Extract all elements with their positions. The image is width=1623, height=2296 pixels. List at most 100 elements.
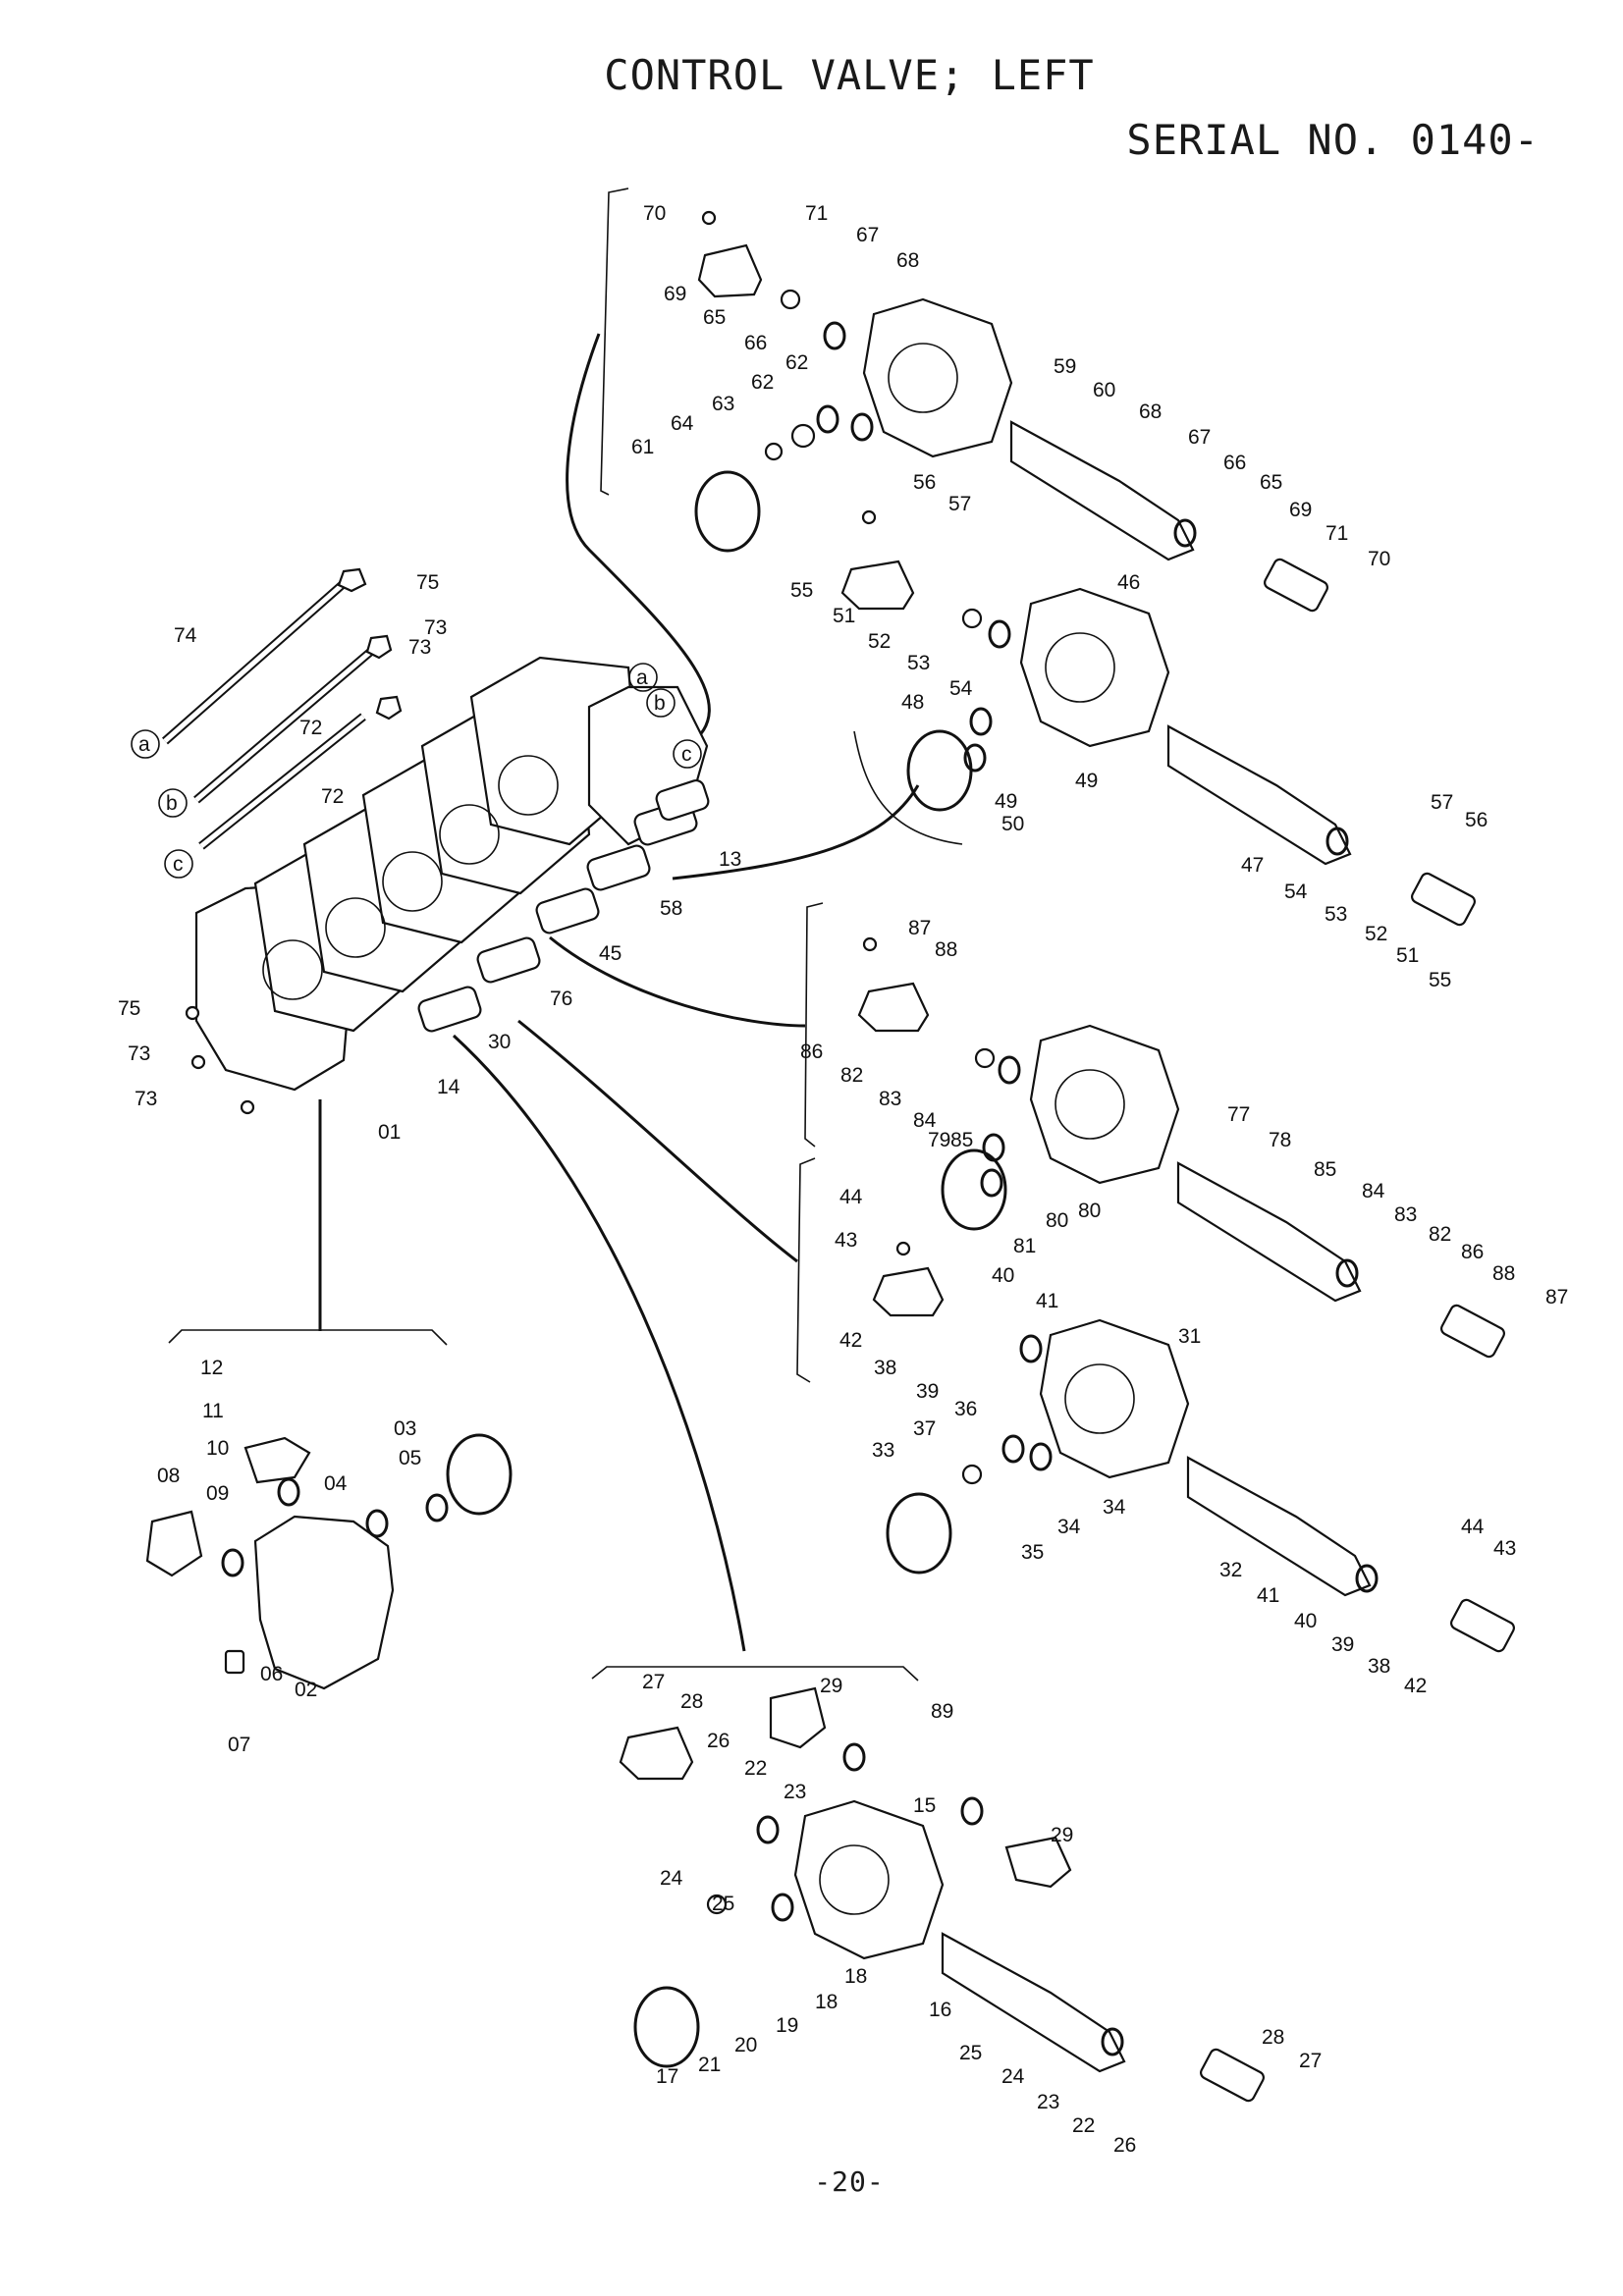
- part-number: 25: [712, 1893, 734, 1915]
- part-number: 15: [913, 1794, 936, 1817]
- part-number: 34: [1103, 1496, 1126, 1519]
- port-mark: b: [654, 692, 666, 715]
- part-number: 84: [1362, 1180, 1385, 1202]
- part-number: 88: [1492, 1262, 1515, 1285]
- part-number: 72: [321, 785, 344, 808]
- callouts-section-6: 27 28 26 29 89 22 23 24 25 15 29 18 18 1…: [642, 1671, 1322, 2157]
- part-number: 38: [874, 1357, 896, 1379]
- part-number: 88: [935, 938, 957, 961]
- port-mark: c: [681, 743, 692, 766]
- part-number: 11: [202, 1400, 224, 1422]
- part-number: 73: [128, 1042, 150, 1065]
- part-number: 82: [1429, 1223, 1451, 1246]
- part-number: 35: [1021, 1541, 1044, 1564]
- part-number: 44: [839, 1186, 863, 1208]
- callouts-section-5: 12 11 10 09 08 04 05 03 02 06 07: [157, 1357, 421, 1756]
- part-number: 22: [1072, 2114, 1095, 2137]
- part-number: 61: [631, 436, 654, 458]
- part-number: 60: [1093, 379, 1115, 401]
- part-number: 69: [1289, 499, 1312, 521]
- leader-s6: [452, 1034, 746, 1652]
- part-number: 67: [856, 224, 879, 246]
- page-number: -20-: [814, 2165, 885, 2198]
- part-number: 55: [790, 579, 813, 602]
- section-6-parts: [619, 1686, 1265, 2103]
- part-number: 84: [913, 1109, 937, 1132]
- part-number: 50: [1001, 813, 1024, 835]
- part-number: 63: [712, 393, 734, 415]
- part-number: 05: [399, 1447, 421, 1469]
- part-number: 18: [844, 1965, 867, 1988]
- part-number: 68: [896, 249, 919, 272]
- part-number: 29: [820, 1675, 842, 1697]
- leader-top: [566, 333, 711, 748]
- part-number: 44: [1461, 1516, 1485, 1538]
- part-number: 24: [660, 1867, 683, 1890]
- main-valve-assembly: [185, 656, 710, 1115]
- part-number: 41: [1257, 1584, 1279, 1607]
- part-number: 83: [879, 1088, 901, 1110]
- part-number: 19: [776, 2014, 798, 2037]
- part-number: 20: [734, 2034, 757, 2056]
- section-bracket-top: [600, 187, 629, 496]
- part-number: 82: [840, 1064, 863, 1087]
- part-number: 34: [1057, 1516, 1081, 1538]
- part-number: 27: [642, 1671, 665, 1693]
- part-number: 78: [1269, 1129, 1291, 1151]
- part-number: 24: [1001, 2065, 1025, 2088]
- part-number: 12: [200, 1357, 223, 1379]
- section-3-parts: [857, 936, 1505, 1359]
- port-mark: b: [166, 792, 178, 815]
- part-number: 37: [913, 1417, 936, 1440]
- part-number: 09: [206, 1482, 229, 1505]
- section-bracket-s2: [853, 730, 963, 845]
- part-number: 81: [1013, 1235, 1036, 1257]
- part-number: 39: [916, 1380, 939, 1403]
- part-number: 70: [1368, 548, 1390, 570]
- part-number: 28: [680, 1690, 703, 1713]
- part-number: 23: [784, 1781, 806, 1803]
- part-number: 87: [908, 917, 931, 939]
- section-bracket-s5: [168, 1329, 448, 1346]
- part-number: 28: [1262, 2026, 1284, 2049]
- callouts-section-2: 56 57 55 51 52 53 54 46 48 49 49 50 47 5…: [790, 471, 1488, 991]
- part-number: 56: [1465, 809, 1488, 831]
- part-number: 57: [948, 493, 971, 515]
- callouts-section-4: 44 43 42 38 39 40 41 31 37 36 33 34 34 3…: [835, 1186, 1516, 1697]
- part-number: 27: [1299, 2050, 1322, 2072]
- part-number: 89: [931, 1700, 953, 1723]
- part-number: 39: [1331, 1633, 1354, 1656]
- port-mark: a: [138, 733, 150, 756]
- part-number: 13: [719, 848, 741, 871]
- part-number: 55: [1429, 969, 1451, 991]
- part-number: 42: [839, 1329, 862, 1352]
- part-number: 25: [959, 2042, 982, 2064]
- part-number: 51: [1396, 944, 1419, 967]
- callouts-section-1: 70 71 67 68 69 65 66 62 62 63 64 61 59 6…: [631, 202, 1390, 570]
- part-number: 48: [901, 691, 924, 714]
- part-number: 26: [1113, 2134, 1136, 2157]
- part-number: 10: [206, 1437, 229, 1460]
- part-number: 66: [744, 332, 767, 354]
- part-number: 77: [1227, 1103, 1250, 1126]
- part-number: 02: [295, 1679, 317, 1701]
- part-number: 54: [1284, 881, 1308, 903]
- part-number: 38: [1368, 1655, 1390, 1678]
- part-number: 18: [815, 1991, 838, 2013]
- part-number: 52: [1365, 923, 1387, 945]
- part-number: 33: [872, 1439, 894, 1462]
- part-number: 03: [394, 1417, 416, 1440]
- serial-number: SERIAL NO. 0140-: [1126, 116, 1540, 164]
- part-number: 23: [1037, 2091, 1059, 2113]
- part-number: 79: [928, 1129, 950, 1151]
- part-number: 40: [992, 1264, 1014, 1287]
- part-number: 72: [299, 717, 322, 739]
- part-number: 08: [157, 1465, 180, 1487]
- callouts-section-3: 87 88 86 82 83 84 85 77 78 79 80 80 81 8…: [800, 917, 1568, 1308]
- part-number: 87: [1545, 1286, 1568, 1308]
- section-2-parts: [840, 509, 1476, 927]
- part-number: 26: [707, 1730, 730, 1752]
- part-number: 80: [1078, 1200, 1101, 1222]
- leader-s2: [672, 784, 920, 881]
- part-number: 53: [1325, 903, 1347, 926]
